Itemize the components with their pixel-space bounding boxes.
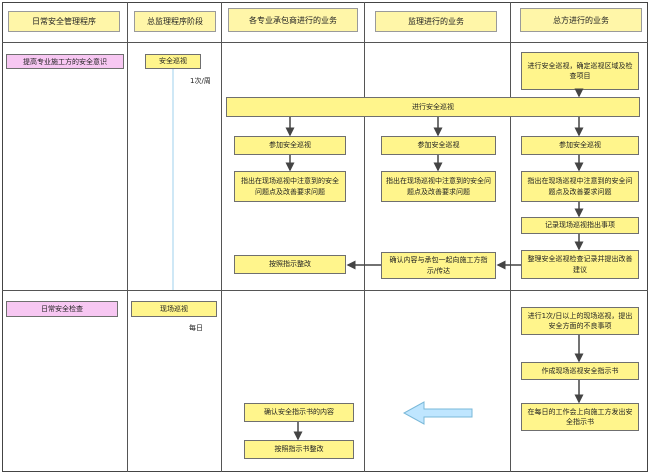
header-owner-work: 总方进行的业务 bbox=[520, 8, 642, 32]
daily-frequency-note: 每日 bbox=[189, 324, 203, 332]
owner-participate-box: 参加安全巡视 bbox=[521, 136, 639, 155]
site-patrol-box: 现场巡视 bbox=[131, 301, 217, 317]
owner-issue-box: 在每日的工作会上向施工方发出安全指示书 bbox=[521, 403, 639, 431]
owner-point-box: 指出在现场巡视中注意到的安全问题点及改善要求问题 bbox=[521, 171, 639, 202]
owner-record-box: 记录现场巡视指出事项 bbox=[521, 217, 639, 234]
supervisor-frequency-note: 1次/周 bbox=[190, 77, 211, 85]
column-divider bbox=[510, 2, 511, 472]
section2-label: 日常安全检查 bbox=[6, 301, 118, 317]
contractor-correct-box: 按照指示整改 bbox=[234, 255, 346, 274]
supervision-confirm-box: 确认内容与承包一起向施工方指示/传达 bbox=[381, 252, 496, 279]
contractor-participate-box: 参加安全巡视 bbox=[234, 136, 346, 155]
supervision-participate-box: 参加安全巡视 bbox=[381, 136, 496, 155]
supervision-point-box: 指出在现场巡视中注意到的安全问题点及改善要求问题 bbox=[381, 171, 496, 202]
contractor-confirm-box: 确认安全指示书的内容 bbox=[244, 403, 354, 422]
header-contractor-work: 各专业承包商进行的业务 bbox=[228, 8, 358, 32]
column-divider bbox=[221, 2, 222, 472]
column-divider bbox=[127, 2, 128, 472]
header-supervisor-stage: 总监理程序阶段 bbox=[134, 11, 216, 32]
merged-patrol-bar: 进行安全巡视 bbox=[226, 97, 640, 117]
section-divider bbox=[2, 290, 648, 291]
big-left-arrow bbox=[402, 401, 473, 425]
owner-report-box: 整理安全巡视检查记录并提出改善建议 bbox=[521, 250, 639, 279]
column-divider bbox=[364, 2, 365, 472]
header-divider bbox=[2, 42, 648, 43]
supervisor-patrol-box: 安全巡视 bbox=[145, 54, 201, 69]
contractor-point-box: 指出在现场巡视中注意到的安全问题点及改善要求问题 bbox=[234, 171, 346, 202]
header-supervision-work: 监理进行的业务 bbox=[375, 11, 497, 32]
section1-label: 提高专业施工方的安全意识 bbox=[6, 54, 124, 69]
owner-daily-patrol-box: 进行1次/日以上的现场巡视，提出安全方面的不良事项 bbox=[521, 307, 639, 335]
owner-instruction-box: 作成现场巡视安全指示书 bbox=[521, 362, 639, 380]
header-daily-procedure: 日常安全管理程序 bbox=[8, 11, 120, 32]
contractor-correct2-box: 按照指示书整改 bbox=[244, 440, 354, 459]
